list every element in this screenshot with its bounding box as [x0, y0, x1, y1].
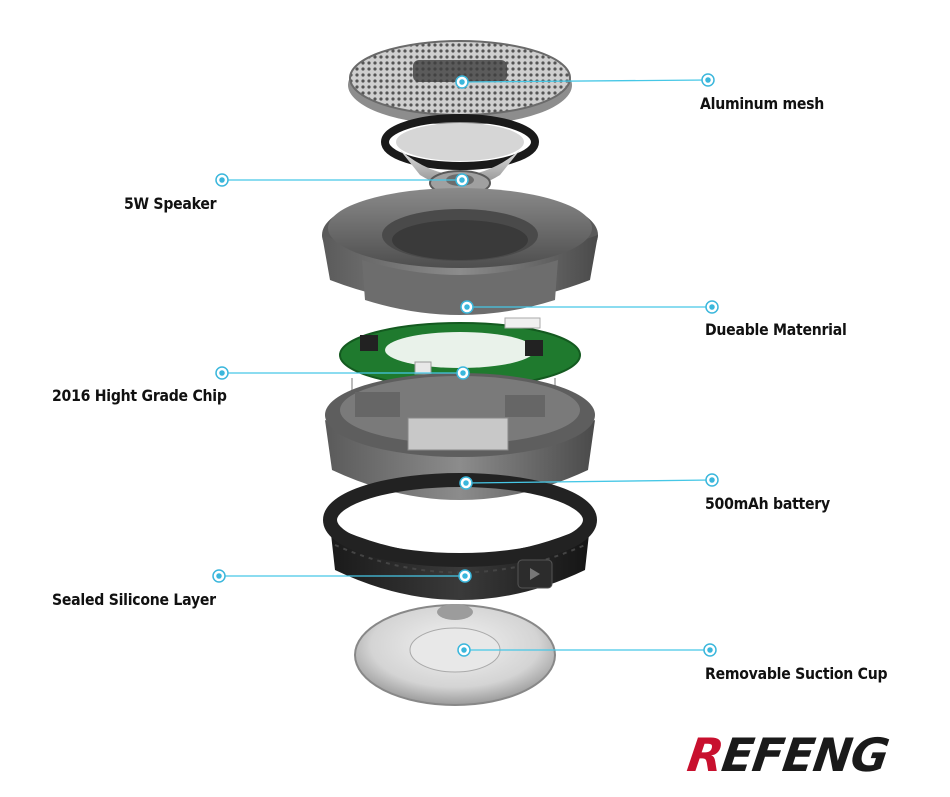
durable-housing-part: [322, 188, 598, 315]
callout-line-battery: [465, 479, 713, 484]
callout-dot-battery: [459, 473, 719, 490]
label-suction-cup: Removable Suction Cup: [705, 664, 888, 683]
brand-logo: REFENG: [684, 728, 892, 782]
label-durable-material: Dueable Matenrial: [705, 320, 847, 339]
callout-dot-durable: [460, 300, 719, 314]
label-battery: 500mAh battery: [705, 494, 830, 513]
label-chip: 2016 Hight Grade Chip: [52, 386, 227, 405]
chip-board-part: [339, 317, 581, 400]
label-aluminum-mesh: Aluminum mesh: [700, 94, 825, 113]
callout-dot-silicone: [212, 569, 472, 583]
callout-dot-mesh: [455, 73, 715, 89]
callout-dot-chip: [215, 366, 470, 380]
callout-line-mesh: [461, 79, 709, 83]
brand-logo-rest: EFENG: [718, 728, 892, 782]
label-speaker: 5W Speaker: [124, 194, 217, 213]
label-silicone: Sealed Silicone Layer: [52, 590, 216, 609]
callout-dots: [212, 73, 719, 657]
callout-dot-suction: [457, 643, 717, 657]
callout-dot-speaker: [215, 173, 469, 187]
callout-lines: [219, 79, 713, 651]
suction-cup-part: [354, 604, 556, 706]
